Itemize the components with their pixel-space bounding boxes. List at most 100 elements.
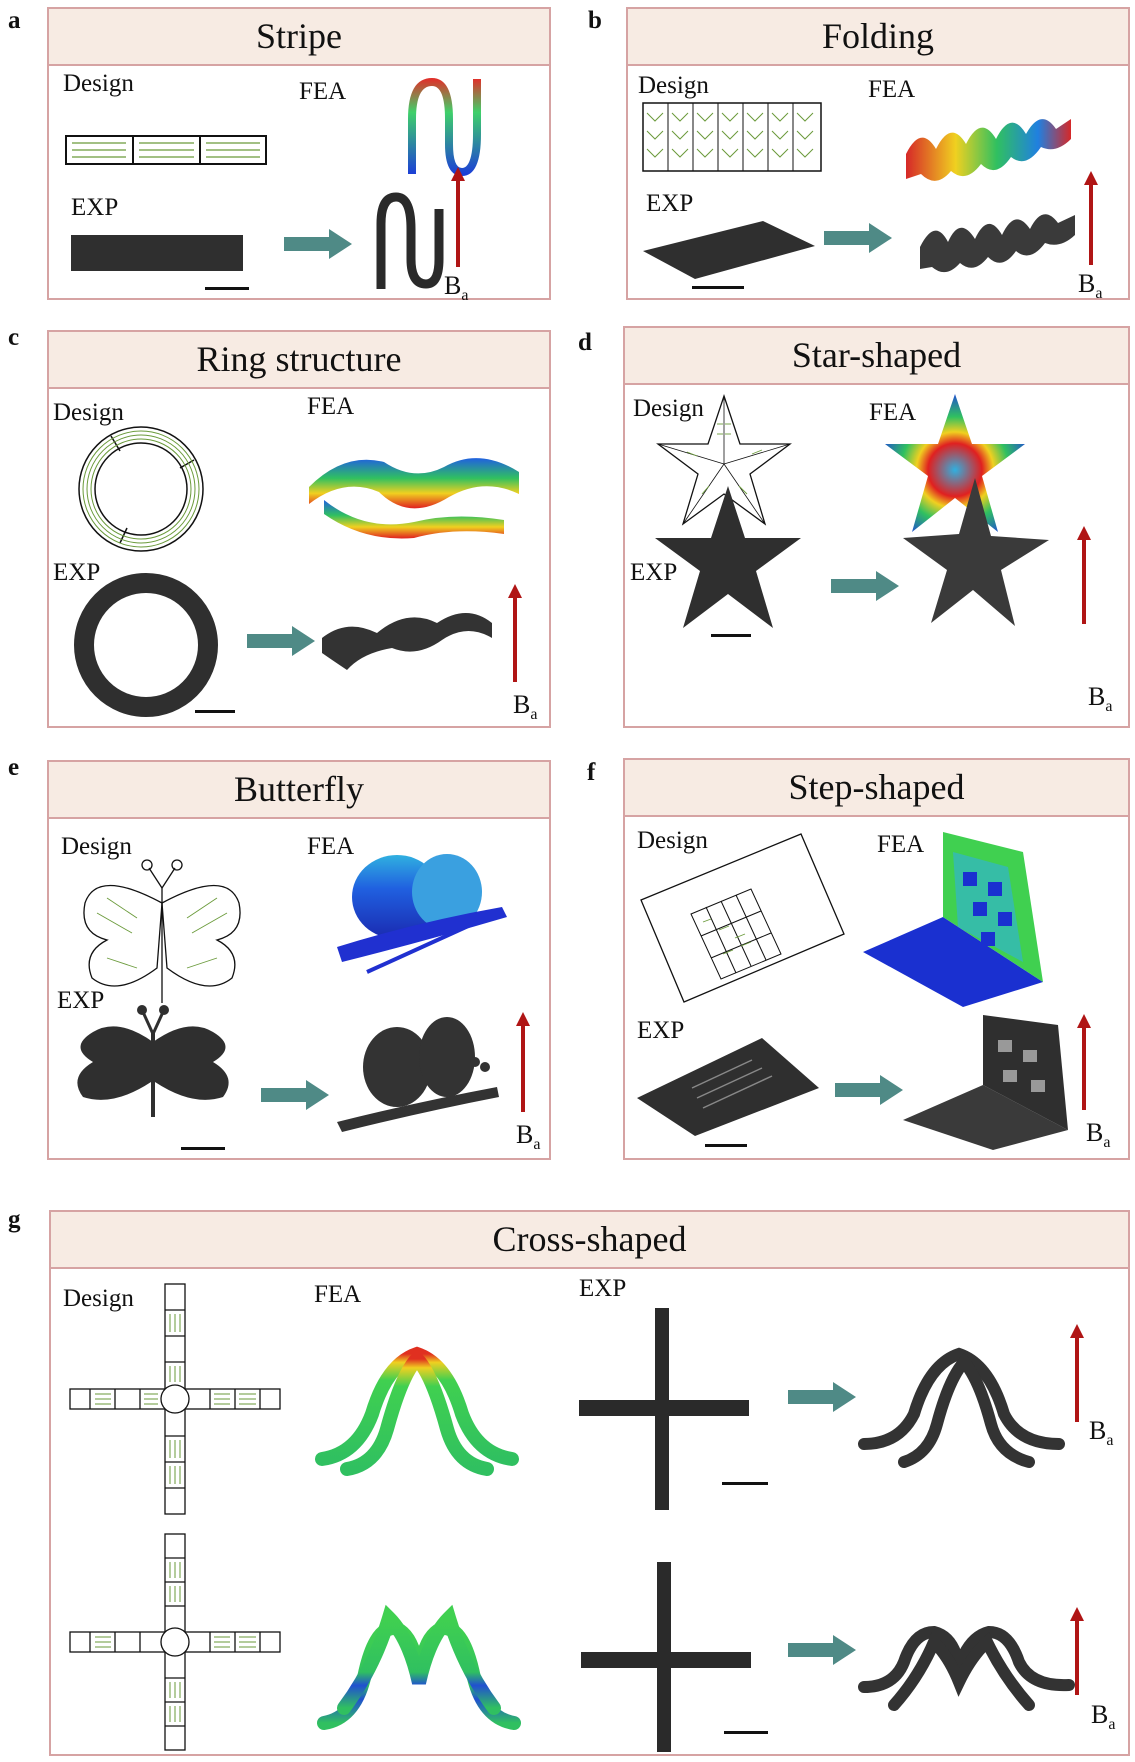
panel-cross: Cross-shaped Design FEA EXP (49, 1210, 1130, 1756)
fea-label: FEA (868, 76, 916, 103)
field-label: Ba (516, 1120, 541, 1154)
cross-sample-photo (581, 1562, 751, 1762)
star-actuated-photo (903, 478, 1049, 626)
exp-label: EXP (646, 190, 694, 217)
folding-actuated-photo (920, 214, 1075, 273)
field-label: Ba (1088, 682, 1113, 716)
field-arrow-icon (1077, 526, 1091, 624)
step-design-pattern (640, 833, 845, 1003)
field-arrow-icon (508, 584, 522, 682)
butterfly-design-pattern (83, 859, 241, 1003)
folding-sample-photo (643, 221, 815, 279)
star-sample-photo (655, 486, 801, 628)
panel-butterfly: Butterfly Design FEA EXP (47, 760, 551, 1160)
star-fea-shape (885, 394, 1025, 532)
scale-bar (722, 1482, 768, 1485)
scale-bar (705, 1144, 747, 1147)
panel-title: Folding (628, 9, 1128, 66)
panel-label-f: f (587, 759, 596, 786)
design-label: Design (63, 70, 134, 97)
cross-actuated-photo (858, 1625, 1075, 1711)
cross-design-pattern (69, 1533, 281, 1751)
scale-bar (692, 286, 744, 289)
butterfly-sample-photo (77, 1005, 229, 1117)
folding-design-pattern (642, 102, 822, 172)
scale-bar (711, 634, 751, 637)
panel-folding: Folding Design FEA EXP Ba (626, 7, 1130, 303)
field-arrow-icon (1070, 1607, 1084, 1695)
cross-actuated-photo (858, 1347, 1065, 1468)
stripe-design-pattern (65, 135, 267, 165)
panel-label-a: a (8, 7, 21, 34)
panel-title: Cross-shaped (51, 1212, 1128, 1269)
design-label: Design (638, 72, 709, 99)
stripe-sample-photo (71, 235, 243, 271)
ring-fea-shape (309, 458, 519, 539)
field-arrow-icon (451, 167, 465, 267)
exp-label: EXP (637, 1017, 685, 1044)
process-arrow-icon (835, 1075, 903, 1105)
stripe-fea-shape (408, 77, 481, 177)
design-label: Design (53, 399, 124, 426)
panel-title: Step-shaped (625, 760, 1128, 817)
field-label: Ba (1078, 269, 1103, 303)
star-design-pattern (656, 393, 792, 526)
fea-label: FEA (877, 831, 925, 858)
cross-design-pattern (69, 1283, 281, 1515)
ring-design-pattern (78, 426, 204, 552)
design-label: Design (61, 833, 132, 860)
ring-actuated-photo (322, 613, 492, 670)
design-label: Design (637, 827, 708, 854)
panel-title: Butterfly (49, 762, 549, 819)
panel-title: Star-shaped (625, 328, 1128, 385)
field-arrow-icon (516, 1012, 530, 1112)
fea-label: FEA (314, 1281, 362, 1308)
exp-label: EXP (579, 1275, 627, 1302)
fea-label: FEA (299, 78, 347, 105)
exp-label: EXP (630, 559, 678, 586)
scale-bar (181, 1147, 225, 1150)
panel-stripe: Stripe Design FEA EXP Ba (47, 7, 551, 304)
butterfly-fea-shape (337, 854, 507, 974)
fea-label: FEA (307, 393, 355, 420)
folding-fea-shape (906, 119, 1071, 181)
field-label: Ba (1091, 1700, 1116, 1734)
field-arrow-icon (1070, 1324, 1084, 1422)
exp-label: EXP (53, 559, 101, 586)
field-arrow-icon (1084, 171, 1098, 265)
field-label: Ba (444, 271, 469, 305)
panel-step: Step-shaped Design FEA EXP Ba (623, 758, 1130, 1160)
exp-label: EXP (57, 987, 105, 1014)
panel-title: Ring structure (49, 332, 549, 389)
process-arrow-icon (261, 1080, 329, 1110)
step-sample-photo (637, 1038, 819, 1136)
panel-star: Star-shaped Design FEA EXP Ba (623, 326, 1130, 728)
fea-label: FEA (869, 399, 917, 426)
scale-bar (205, 287, 249, 290)
scale-bar (724, 1731, 768, 1734)
field-label: Ba (1086, 1118, 1111, 1152)
step-actuated-photo (903, 1015, 1068, 1150)
process-arrow-icon (788, 1382, 856, 1412)
field-label: Ba (513, 690, 538, 724)
ring-sample-photo (74, 573, 218, 717)
panel-ring: Ring structure Design FEA EXP Ba (47, 330, 551, 728)
panel-label-g: g (8, 1206, 21, 1233)
exp-label: EXP (71, 194, 119, 221)
stripe-actuated-photo (376, 192, 444, 289)
panel-title: Stripe (49, 9, 549, 66)
field-label: Ba (1089, 1416, 1114, 1450)
cross-fea-shape (315, 1346, 519, 1476)
panel-label-c: c (8, 324, 20, 351)
butterfly-actuated-photo (337, 1017, 499, 1132)
panel-label-b: b (588, 7, 602, 34)
process-arrow-icon (788, 1635, 856, 1665)
field-arrow-icon (1077, 1014, 1091, 1110)
cross-sample-photo (579, 1308, 749, 1510)
cross-fea-shape (317, 1604, 521, 1730)
process-arrow-icon (284, 229, 352, 259)
step-fea-shape (863, 832, 1043, 1007)
panel-label-d: d (578, 329, 592, 356)
process-arrow-icon (247, 626, 315, 656)
scale-bar (195, 710, 235, 713)
